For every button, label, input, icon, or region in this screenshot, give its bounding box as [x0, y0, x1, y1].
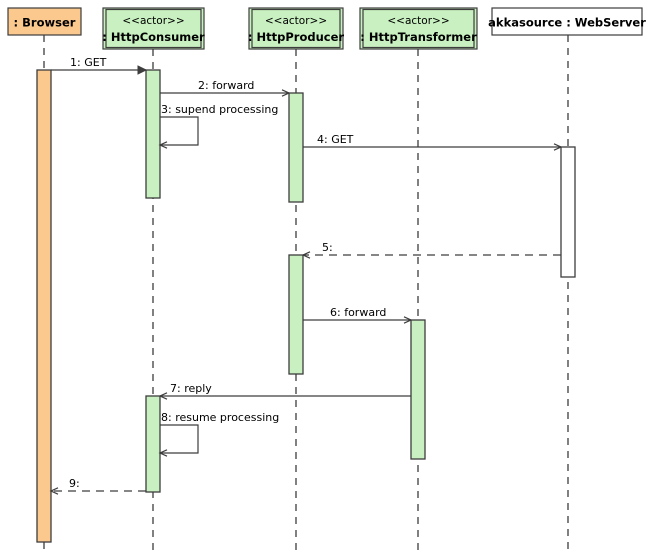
message-label-4: 4: GET	[317, 133, 354, 146]
participant-box-outer-http-producer	[248, 7, 344, 50]
arrowhead-icon-7	[158, 392, 168, 400]
message-label-6: 6: forward	[330, 306, 386, 319]
participant-box-inner-http-producer	[251, 8, 341, 49]
participant-name-web-server: akkasource : WebServer	[488, 16, 646, 30]
arrowhead-icon-1	[137, 65, 148, 75]
message-4[interactable]	[303, 143, 563, 151]
participant-name-http-transformer: : HttpTransformer	[360, 30, 477, 44]
participant-box-web-server[interactable]: akkasource : WebServer	[488, 7, 646, 36]
message-2[interactable]	[160, 89, 291, 97]
arrowhead-icon-6	[403, 316, 413, 324]
participant-box-inner-http-consumer	[105, 8, 202, 49]
lifelines-layer	[43, 35, 569, 552]
participant-name-http-producer: : HttpProducer	[248, 30, 344, 44]
participant-box-http-transformer[interactable]: <<actor>> : HttpTransformer	[359, 7, 478, 50]
message-8[interactable]	[158, 424, 199, 457]
message-label-9: 9:	[69, 477, 80, 490]
participant-box-outer-http-consumer	[102, 7, 205, 50]
participant-stereotype-http-consumer: <<actor>>	[122, 15, 184, 27]
activation-bars-layer	[36, 69, 576, 543]
participant-box-rect-web-server	[491, 7, 643, 36]
message-6[interactable]	[303, 316, 413, 324]
activation-bar-http-transformer[interactable]	[410, 319, 426, 460]
participant-box-inner-http-transformer	[362, 8, 475, 49]
participant-box-http-producer[interactable]: <<actor>> : HttpProducer	[248, 7, 344, 50]
message-label-2: 2: forward	[198, 79, 254, 92]
message-7[interactable]	[158, 392, 411, 400]
message-label-3: 3: supend processing	[161, 103, 278, 116]
activation-bar-http-consumer[interactable]	[145, 69, 161, 199]
arrowhead-icon-5	[301, 251, 311, 259]
participant-name-browser: : Browser	[14, 16, 76, 30]
participant-box-browser[interactable]: : Browser	[7, 7, 82, 36]
activation-bar-http-producer[interactable]	[288, 254, 304, 375]
arrowhead-icon-9	[49, 487, 59, 495]
messages-layer	[49, 65, 563, 495]
message-1[interactable]	[51, 65, 148, 75]
participant-stereotype-http-producer: <<actor>>	[265, 15, 327, 27]
arrowhead-icon-8	[158, 449, 168, 457]
message-5[interactable]	[301, 251, 561, 259]
participant-stereotype-http-transformer: <<actor>>	[387, 15, 449, 27]
message-label-1: 1: GET	[70, 56, 107, 69]
participant-headers-layer: : Browser<<actor>>: HttpConsumer<<actor>…	[7, 7, 646, 50]
activation-bar-browser[interactable]	[36, 69, 52, 543]
message-path-8	[160, 424, 199, 454]
message-label-7: 7: reply	[170, 382, 212, 395]
activation-bar-http-consumer[interactable]	[145, 395, 161, 493]
message-labels-layer: 1: GET 2: forward 3: supend processing 4: G…	[69, 56, 386, 490]
participant-box-outer-http-transformer	[359, 7, 478, 50]
message-3[interactable]	[158, 116, 199, 149]
message-label-8: 8: resume processing	[161, 411, 279, 424]
message-label-5: 5:	[322, 241, 333, 254]
arrowhead-icon-4	[553, 143, 563, 151]
message-path-3	[160, 116, 199, 146]
participant-name-http-consumer: : HttpConsumer	[102, 30, 205, 44]
arrowhead-icon-2	[281, 89, 291, 97]
activation-bar-web-server[interactable]	[560, 146, 576, 278]
message-9[interactable]	[49, 487, 146, 495]
arrowhead-icon-3	[158, 141, 168, 149]
participant-box-http-consumer[interactable]: <<actor>> : HttpConsumer	[102, 7, 205, 50]
activation-bar-http-producer[interactable]	[288, 92, 304, 203]
participant-box-rect-browser	[7, 7, 82, 36]
